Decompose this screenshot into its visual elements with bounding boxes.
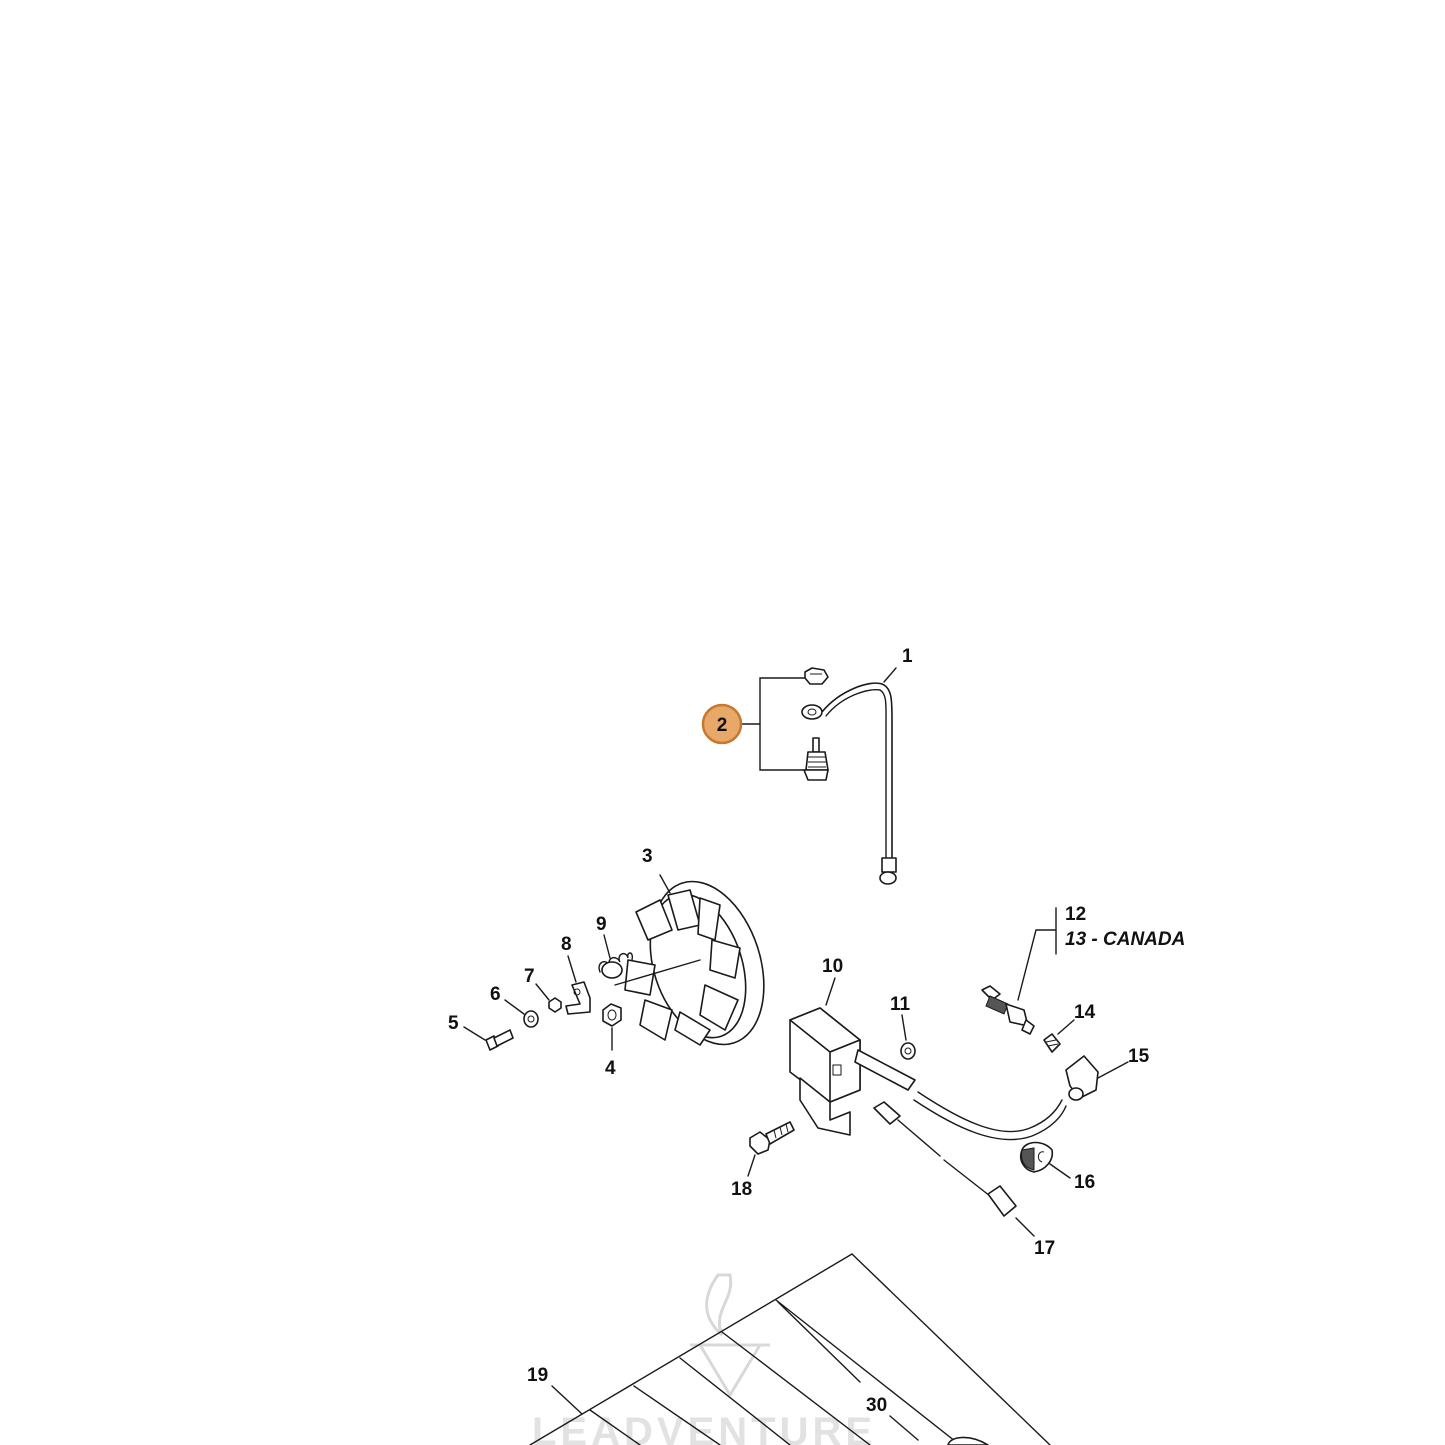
callout-3: 3: [642, 846, 653, 867]
part-4-nut[interactable]: 4: [602, 1003, 622, 1079]
part-12-13-spark-plug[interactable]: 12 13 - CANADA: [981, 904, 1185, 1035]
part-9-spring[interactable]: 9: [596, 914, 634, 979]
part-6-washer[interactable]: 6: [490, 984, 539, 1028]
callout-8: 8: [561, 934, 572, 955]
part-11-washer[interactable]: 11: [890, 994, 916, 1060]
callout-14: 14: [1074, 1002, 1096, 1023]
callout-18: 18: [731, 1179, 752, 1200]
part-1-ground-wire[interactable]: 1: [821, 646, 913, 885]
callout-5: 5: [448, 1013, 459, 1034]
callout-19: 19: [527, 1365, 548, 1386]
callout-11: 11: [890, 994, 911, 1015]
watermark-text: LEADVENTURE: [532, 1410, 876, 1445]
callout-30: 30: [866, 1395, 887, 1416]
part-18-bolt[interactable]: 18: [731, 1121, 795, 1200]
part-16-cap[interactable]: 16: [1019, 1141, 1095, 1194]
part-3-flywheel[interactable]: 3: [614, 846, 783, 1059]
part-19-30-panel[interactable]: 19 30: [527, 1253, 1051, 1445]
callout-9: 9: [596, 914, 607, 935]
callout-10: 10: [822, 956, 843, 977]
callout-16: 16: [1074, 1172, 1095, 1193]
part-10-ignition-module[interactable]: 10: [789, 956, 916, 1136]
part-15-spark-plug-boot[interactable]: 15: [913, 1046, 1150, 1141]
callout-17: 17: [1034, 1238, 1055, 1259]
part-7-small-washer[interactable]: 7: [524, 966, 562, 1013]
callout-1: 1: [902, 646, 913, 667]
callout-12: 12: [1065, 904, 1086, 925]
part-14-terminal-nut[interactable]: 14: [1043, 1002, 1096, 1053]
highlight-circle: [701, 703, 743, 745]
callout-15: 15: [1128, 1046, 1150, 1067]
callout-2: 2: [717, 715, 728, 736]
part-8-pawl[interactable]: 8: [561, 934, 591, 1015]
callout-7: 7: [524, 966, 535, 987]
callout-4: 4: [605, 1058, 616, 1079]
part-2-callout-badge[interactable]: 2: [701, 703, 743, 745]
part-5-screw[interactable]: 5: [448, 1013, 514, 1051]
callout-6: 6: [490, 984, 501, 1005]
part-2-ground-connector-group[interactable]: [741, 667, 829, 781]
watermark-logo: LEADVENTURE: [532, 1273, 876, 1445]
part-17-short-circuit-wire[interactable]: 17: [873, 1101, 1055, 1259]
callout-13-canada: 13 - CANADA: [1065, 929, 1185, 950]
